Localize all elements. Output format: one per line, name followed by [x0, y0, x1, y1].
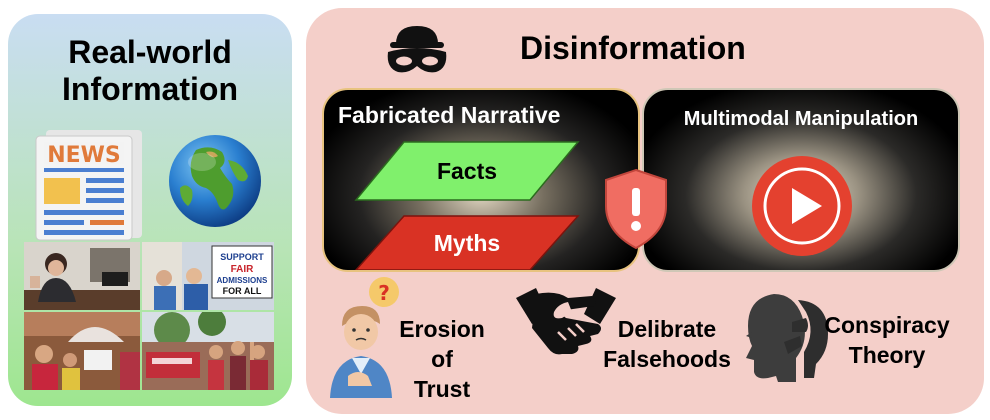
myths-label: Myths: [433, 229, 501, 256]
whisper-icon: [746, 294, 828, 382]
svg-text:FAIR: FAIR: [231, 264, 255, 275]
shield-alert-icon: [605, 168, 667, 250]
conspiracy-theory-label: Conspiracy Theory: [822, 310, 952, 370]
photo-speaker: [24, 242, 140, 310]
photo-crowd-banner: [142, 312, 274, 390]
real-world-title: Real-world Information: [8, 34, 292, 108]
multimodal-manipulation-title: Multimodal Manipulation: [683, 108, 919, 130]
globe-icon: [169, 135, 261, 227]
facts-parallelogram: Facts: [354, 140, 580, 202]
disinformation-panel: Disinformation Fabricated Narrative Fact…: [306, 8, 984, 414]
falsehoods-line2: Falsehoods: [603, 346, 731, 372]
svg-text:FOR ALL: FOR ALL: [223, 286, 262, 296]
deliberate-falsehoods-label: Delibrate Falsehoods: [600, 314, 734, 374]
erosion-of-trust-label: Erosion of Trust: [386, 314, 498, 404]
myths-parallelogram: Myths: [354, 214, 580, 270]
svg-text:ADMISSIONS: ADMISSIONS: [217, 276, 268, 285]
erosion-line2: Trust: [413, 376, 471, 402]
handshake-icon: [516, 288, 616, 355]
news-photo-collage: SUPPORT FAIR ADMISSIONS FOR ALL: [24, 242, 274, 390]
play-icon: [752, 156, 852, 256]
fabricated-narrative-title: Fabricated Narrative: [338, 102, 561, 128]
falsehoods-line1: Delibrate: [617, 316, 717, 342]
multimodal-manipulation-box: Multimodal Manipulation: [642, 88, 960, 272]
disinformation-title: Disinformation: [520, 30, 746, 66]
real-world-title-line2: Information: [62, 71, 238, 107]
newspaper-icon: NEWS: [35, 130, 142, 241]
svg-text:SUPPORT: SUPPORT: [220, 252, 264, 262]
facts-label: Facts: [436, 157, 498, 184]
real-world-title-line1: Real-world: [68, 34, 232, 70]
real-world-panel: Real-world Information NEWS: [8, 14, 292, 406]
photo-rally-umbrella: [24, 312, 140, 390]
news-label: NEWS: [47, 143, 121, 168]
svg-text:?: ?: [378, 281, 390, 305]
burglar-mask-icon: [387, 26, 447, 73]
erosion-line1: Erosion of: [399, 316, 485, 372]
conspiracy-line2: Theory: [848, 342, 926, 368]
conspiracy-line1: Conspiracy: [824, 312, 950, 338]
confused-person-icon: ?: [330, 277, 399, 398]
photo-protest-signs: SUPPORT FAIR ADMISSIONS FOR ALL: [142, 242, 274, 310]
fabricated-narrative-box: Fabricated Narrative Facts Myths: [322, 88, 640, 272]
